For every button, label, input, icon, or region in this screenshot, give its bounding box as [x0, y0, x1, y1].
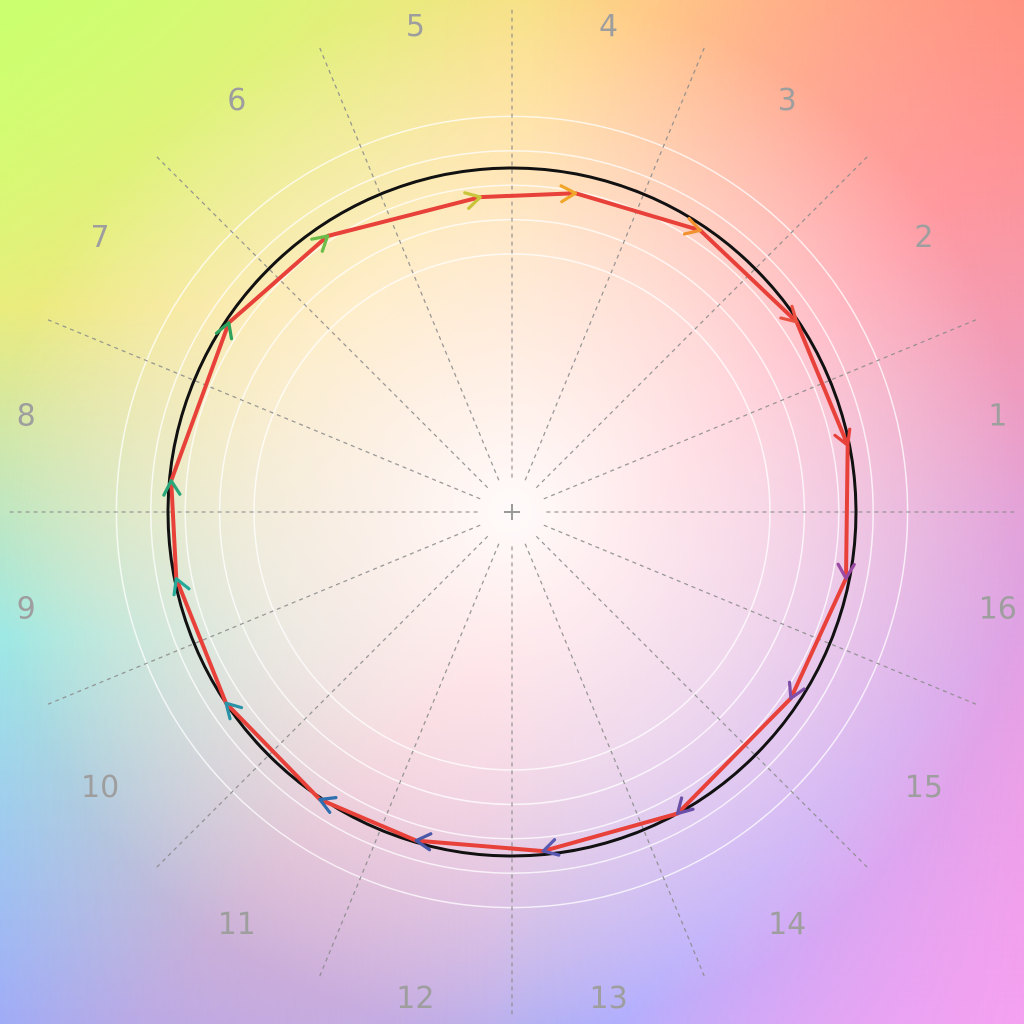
arrow-marker-14: [675, 796, 695, 816]
sector-label-5: 5: [406, 9, 425, 44]
sector-label-6: 6: [227, 83, 246, 118]
arrow-marker-13: [541, 838, 561, 857]
grid-spoke-8: [47, 319, 481, 500]
arrow-marker-8: [162, 479, 182, 497]
sector-label-4: 4: [599, 9, 618, 44]
arrow-marker-11: [318, 796, 338, 814]
arrow-marker-3: [683, 217, 702, 236]
grid-spoke-4: [524, 47, 705, 481]
sector-label-3: 3: [778, 83, 797, 118]
grid-spoke-7: [156, 156, 489, 489]
arrow-marker-2: [779, 304, 799, 324]
grid-ring-1: [253, 253, 771, 771]
series-path: [162, 184, 856, 857]
sector-label-13: 13: [590, 981, 628, 1016]
sector-label-12: 12: [396, 981, 434, 1016]
spoke-grid: [9, 9, 1015, 1015]
sector-label-11: 11: [218, 907, 256, 942]
grid-ring-4: [150, 150, 874, 874]
sector-label-15: 15: [905, 770, 943, 805]
sector-label-16: 16: [979, 592, 1017, 627]
grid-spoke-16: [543, 524, 977, 705]
arrow-marker-15: [787, 680, 806, 700]
arrow-marker-5: [463, 191, 482, 210]
sector-label-10: 10: [81, 770, 119, 805]
arrow-marker-4: [559, 184, 577, 204]
sector-label-14: 14: [768, 907, 806, 942]
grid-spoke-12: [319, 543, 500, 977]
reference-circle: [166, 166, 858, 858]
arrow-marker-16: [836, 562, 856, 580]
center-crosshair: [504, 504, 520, 520]
grid-spoke-11: [156, 535, 489, 868]
sector-label-8: 8: [17, 398, 36, 433]
arrow-marker-1: [833, 427, 852, 447]
sector-label-9: 9: [17, 592, 36, 627]
arrow-marker-6: [310, 234, 330, 253]
arrow-marker-12: [414, 832, 433, 852]
sector-label-7: 7: [91, 220, 110, 255]
grid-spoke-3: [535, 156, 868, 489]
grid-spoke-6: [319, 47, 500, 481]
sector-label-2: 2: [914, 220, 933, 255]
grid-spoke-10: [47, 524, 481, 705]
grid-spoke-15: [535, 535, 868, 868]
sector-label-1: 1: [988, 398, 1007, 433]
grid-spoke-14: [524, 543, 705, 977]
arrow-marker-9: [172, 577, 191, 597]
grid-spoke-2: [543, 319, 977, 500]
series-line: [169, 191, 850, 854]
grid-ring-3: [184, 184, 840, 840]
arrow-marker-10: [224, 701, 244, 721]
arrow-marker-7: [214, 321, 234, 341]
